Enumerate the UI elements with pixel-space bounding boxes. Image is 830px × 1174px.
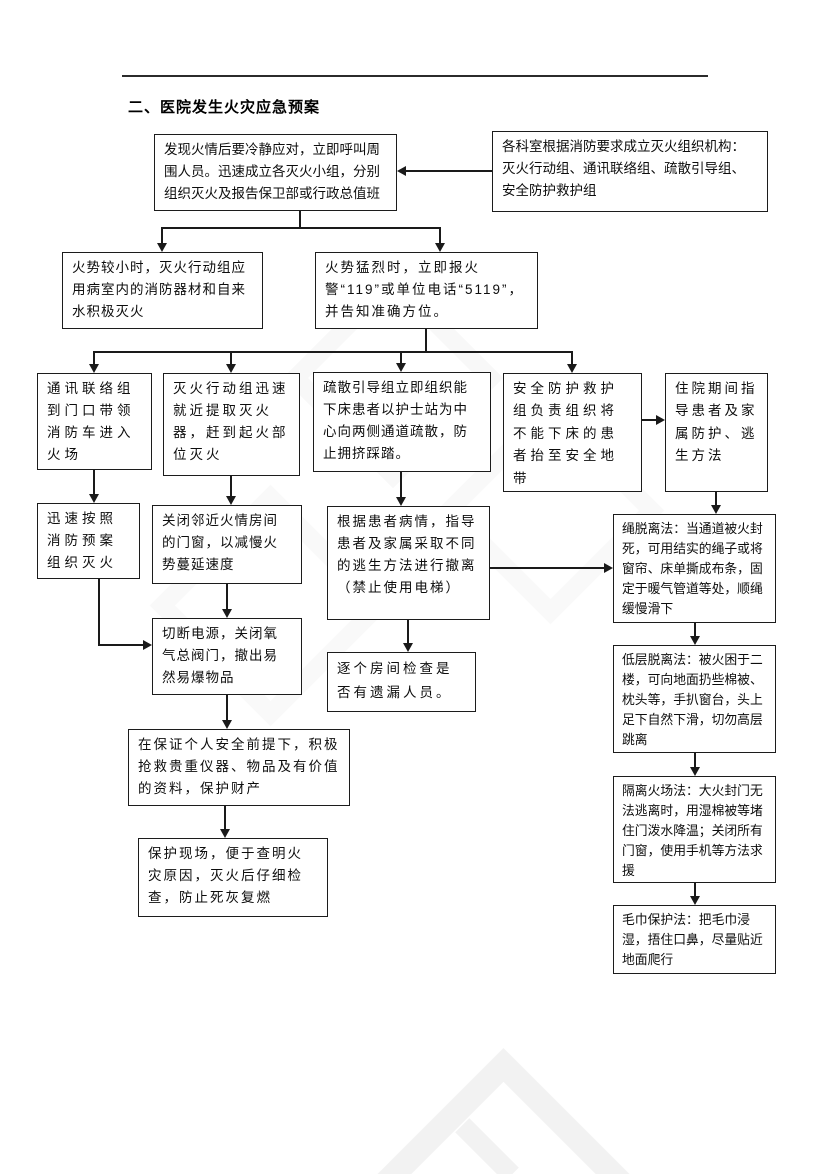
connector-arrow-down: [89, 364, 99, 373]
connector-arrow-down: [220, 829, 230, 838]
connector-line: [571, 351, 573, 364]
connector-arrow-down: [567, 364, 577, 373]
flow-box-firefighting-group: 灭火行动组迅速就近提取灭火器，赶到起火部位灭火: [163, 373, 300, 476]
connector-line: [694, 883, 696, 896]
flow-box-protect-scene: 保护现场，便于查明火灾原因，灭火后仔细检查，防止死灰复燃: [138, 838, 328, 917]
connector-line: [407, 620, 409, 643]
connector-line: [400, 472, 402, 497]
flow-box-inpatient-guidance: 住院期间指导患者及家属防护、逃生方法: [665, 373, 768, 492]
flow-box-safety-rescue-group: 安全防护救护组负责组织将不能下床的患者抬至安全地带: [503, 373, 642, 492]
flow-box-guide-escape-methods: 根据患者病情，指导患者及家属采取不同的逃生方法进行撤离（禁止使用电梯）: [327, 506, 490, 620]
flow-box-communication-group: 通讯联络组到门口带领消防车进入火场: [37, 373, 152, 470]
connector-line: [400, 351, 402, 363]
connector-arrow-down: [403, 643, 413, 652]
connector-arrow-down: [396, 363, 406, 372]
flow-box-big-fire-call-119: 火势猛烈时，立即报火警“119”或单位电话“5119”，并告知准确方位。: [315, 252, 538, 329]
connector-line: [439, 227, 441, 244]
flow-box-isolate-fire-method: 隔离火场法：大火封门无法逃离时，用湿棉被等堵住门泼水降温；关闭所有门窗，使用手机…: [613, 776, 776, 883]
flow-box-check-rooms: 逐个房间检查是否有遗漏人员。: [327, 652, 476, 712]
connector-arrow-down: [222, 609, 232, 618]
connector-arrow-down: [690, 896, 700, 905]
flow-box-cut-power-oxygen: 切断电源，关闭氧气总阀门，撤出易然易爆物品: [152, 618, 302, 695]
header-rule: [122, 75, 708, 77]
flow-box-rope-escape-method: 绳脱离法：当通道被火封死，可用结实的绳子或将窗帘、床单撕成布条，固定于暖气管道等…: [613, 514, 776, 623]
connector-line: [226, 584, 228, 609]
connector-line: [694, 623, 696, 636]
connector-line: [642, 419, 656, 421]
connector-line: [224, 806, 226, 829]
connector-arrow-down: [226, 364, 236, 373]
connector-arrow-down: [711, 505, 721, 514]
connector-arrow-left: [397, 166, 406, 176]
connector-line: [161, 227, 441, 229]
flow-box-low-floor-escape-method: 低层脱离法：被火困于二楼，可向地面扔些棉被、枕头等，手扒窗台，头上足下自然下滑，…: [613, 645, 776, 753]
flow-box-towel-protection-method: 毛巾保护法：把毛巾浸湿，捂住口鼻，尽量贴近地面爬行: [613, 905, 776, 974]
flow-box-close-doors-windows: 关闭邻近火情房间的门窗，以减慢火势蔓延速度: [152, 505, 302, 584]
connector-arrow-right: [143, 640, 152, 650]
connector-line: [299, 211, 301, 229]
connector-line: [694, 753, 696, 767]
connector-arrow-right: [604, 563, 613, 573]
connector-line: [425, 329, 427, 353]
connector-arrow-down: [222, 720, 232, 729]
connector-line: [98, 644, 143, 646]
connector-line: [161, 227, 163, 244]
connector-arrow-down: [690, 636, 700, 645]
flow-box-save-valuables: 在保证个人安全前提下，积极抢救贵重仪器、物品及有价值的资料，保护财产: [128, 729, 350, 806]
connector-arrow-down: [690, 767, 700, 776]
connector-line: [93, 351, 95, 364]
flow-box-small-fire: 火势较小时，灭火行动组应用病室内的消防器材和自来水积极灭火: [62, 252, 263, 329]
connector-arrow-down: [396, 497, 406, 506]
connector-arrow-down: [157, 243, 167, 252]
connector-line: [715, 492, 717, 505]
connector-line: [230, 476, 232, 496]
connector-line: [490, 567, 604, 569]
connector-arrow-right: [656, 415, 665, 425]
page-title: 二、医院发生火灾应急预案: [128, 99, 321, 116]
connector-line: [406, 170, 492, 172]
connector-line: [226, 695, 228, 720]
flow-box-follow-plan: 迅速按照消防预案组织灭火: [37, 503, 140, 579]
flow-box-fire-organization: 各科室根据消防要求成立灭火组织机构：灭火行动组、通讯联络组、疏散引导组、安全防护…: [492, 131, 768, 212]
flow-box-evacuation-group: 疏散引导组立即组织能下床患者以护士站为中心向两侧通道疏散，防止拥挤踩踏。: [313, 372, 491, 472]
connector-line: [98, 578, 100, 646]
connector-line: [230, 351, 232, 364]
connector-line: [93, 470, 95, 494]
connector-arrow-down: [435, 243, 445, 252]
connector-line: [93, 351, 573, 353]
flow-box-discover-fire: 发现火情后要冷静应对，立即呼叫周围人员。迅速成立各灭火小组，分别组织灭火及报告保…: [154, 134, 397, 211]
connector-arrow-down: [89, 494, 99, 503]
connector-arrow-down: [226, 496, 236, 505]
